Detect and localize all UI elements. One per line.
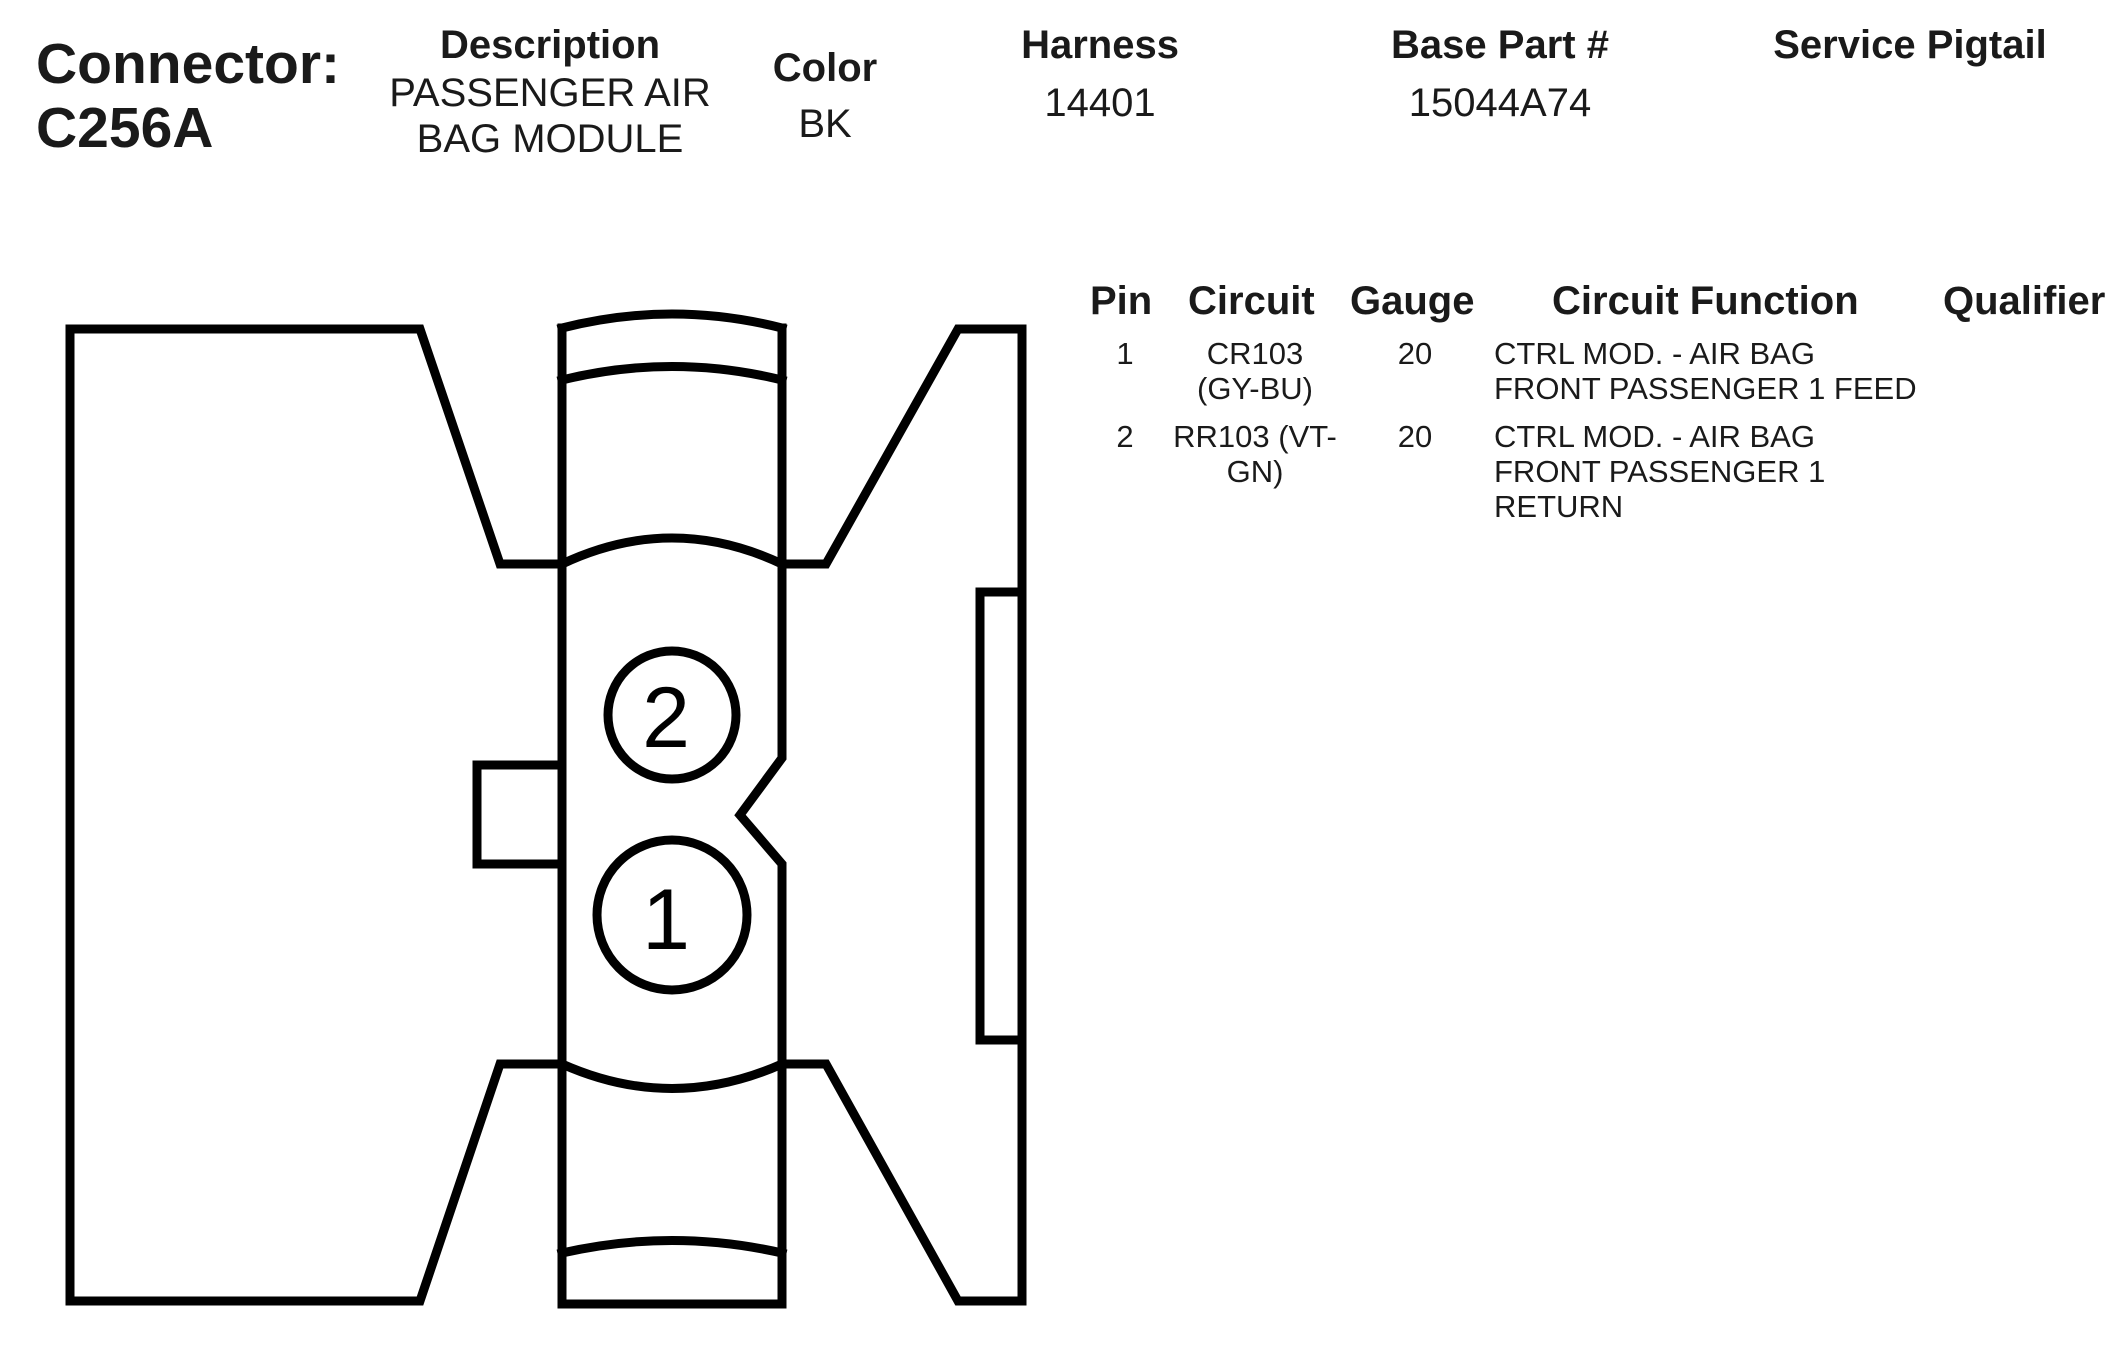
connector-lower-arc: [556, 1058, 788, 1093]
connector-center-column: [557, 323, 787, 1309]
description-value-line2: BAG MODULE: [416, 117, 684, 161]
connector-left-body: [65, 324, 567, 1306]
table-row-1-circuit-line2: (GY-BU): [1197, 371, 1313, 406]
table-row-2-circuit-line2: GN): [1226, 454, 1284, 489]
column-header-pin: Pin: [1090, 279, 1153, 323]
table-row-1-gauge: 20: [1397, 336, 1433, 371]
table-row-2-circuit-line1: RR103 (VT-: [1173, 419, 1337, 454]
description-block: Description PASSENGER AIR BAG MODULE: [330, 22, 770, 162]
table-row-1-function: CTRL MOD. - AIR BAG FRONT PASSENGER 1 FE…: [1494, 336, 1974, 406]
table-row-2-gauge: 20: [1397, 419, 1433, 454]
pin-2-cavity: [603, 646, 741, 784]
table-row-1-function-line1: CTRL MOD. - AIR BAG: [1494, 336, 1815, 371]
description-value-line1: PASSENGER AIR: [389, 71, 711, 115]
table-row-2-function-line1: CTRL MOD. - AIR BAG: [1494, 419, 1815, 454]
base-part-value: 15044A74: [1408, 81, 1592, 125]
base-part-label: Base Part #: [1391, 23, 1609, 67]
table-row-1-pin: 1: [1116, 336, 1134, 371]
color-block: Color BK: [740, 45, 910, 147]
pin-1-label: 1: [642, 872, 690, 968]
table-row-2-pin: 2: [1116, 419, 1134, 454]
table-row-1-function-line2: FRONT PASSENGER 1 FEED: [1494, 371, 1917, 406]
table-row-2-function-line2: FRONT PASSENGER 1: [1494, 454, 1826, 489]
harness-value: 14401: [1044, 81, 1156, 125]
harness-label: Harness: [1021, 23, 1179, 67]
color-value: BK: [798, 102, 852, 146]
connector-lock-tab: [975, 587, 1027, 1045]
connector-label: Connector:: [36, 32, 340, 96]
connector-top-cap: [556, 309, 788, 334]
connector-right-body: [777, 324, 1027, 1306]
table-row-2-circuit: RR103 (VT- GN): [1150, 419, 1360, 489]
service-pigtail-label: Service Pigtail: [1773, 23, 2047, 67]
harness-block: Harness 14401: [980, 22, 1220, 126]
pin-2-label: 2: [642, 670, 690, 766]
description-label: Description: [439, 23, 661, 67]
table-row-1-circuit: CR103 (GY-BU): [1150, 336, 1360, 406]
connector-id: C256A: [36, 96, 214, 160]
column-header-qualifier: Qualifier: [1943, 279, 2106, 323]
pin-1-cavity: [592, 835, 752, 995]
connector-top-band: [556, 362, 788, 386]
column-header-circuit-function: Circuit Function: [1552, 279, 1859, 323]
connector-face-diagram: 2 1: [65, 309, 1027, 1309]
service-pigtail-block: Service Pigtail: [1740, 22, 2080, 80]
connector-upper-arc: [556, 533, 788, 570]
table-row-2-function-line3: RETURN: [1494, 489, 1624, 524]
table-row-2-function: CTRL MOD. - AIR BAG FRONT PASSENGER 1 RE…: [1494, 419, 1974, 524]
connector-bottom-band: [556, 1236, 788, 1259]
color-label: Color: [772, 46, 878, 90]
table-row-1-circuit-line1: CR103: [1206, 336, 1304, 371]
column-header-circuit: Circuit: [1188, 279, 1315, 323]
base-part-block: Base Part # 15044A74: [1360, 22, 1640, 126]
column-header-gauge: Gauge: [1350, 279, 1475, 323]
connector-title: Connector: C256A: [36, 32, 340, 160]
